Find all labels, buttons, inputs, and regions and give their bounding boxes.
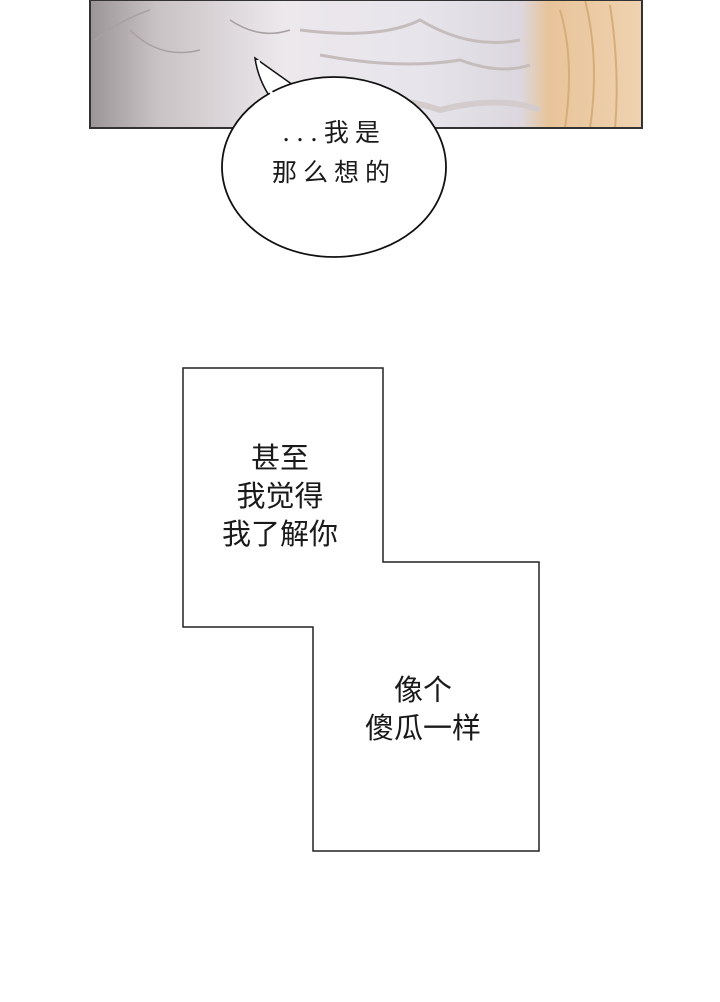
narration-line: 我觉得	[236, 479, 324, 513]
narration-line: 像个	[393, 673, 452, 707]
speech-bubble-shape	[221, 56, 447, 258]
narration-line: 甚至	[250, 441, 309, 475]
speech-line: 那么想的	[271, 158, 396, 187]
narration-box-1-text: 甚至 我觉得 我了解你	[180, 439, 380, 553]
narration-line: 傻瓜一样	[364, 711, 481, 745]
narration-box-shape	[182, 367, 540, 852]
speech-line: ...我是	[282, 118, 386, 147]
narration-line: 我了解你	[221, 517, 338, 551]
speech-bubble-text: ...我是 那么想的	[234, 113, 434, 193]
narration-box-2-text: 像个 傻瓜一样	[323, 671, 523, 747]
